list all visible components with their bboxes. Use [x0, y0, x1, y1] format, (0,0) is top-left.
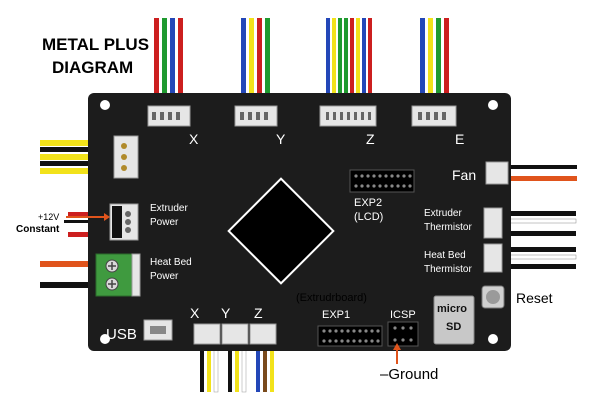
extruder-thermistor-label-1: Extruder — [424, 208, 462, 219]
endstop-z-connector — [249, 323, 277, 345]
endstop-y-label: Y — [221, 305, 231, 321]
extrudrboard-label: (Extrudrboard) — [296, 292, 367, 304]
mounting-holes — [100, 100, 498, 344]
icsp-header — [387, 321, 419, 347]
title-line-1: METAL PLUS — [42, 35, 149, 54]
motor-y-connector — [234, 105, 278, 127]
fan-wires — [505, 165, 577, 181]
extruder-thermistor-label-2: Thermistor — [424, 222, 472, 233]
heat-bed-thermistor-label-1: Heat Bed — [424, 250, 466, 261]
title-line-2: DIAGRAM — [52, 58, 133, 77]
motor-x-wires — [154, 18, 183, 110]
reset-label: Reset — [516, 290, 553, 306]
voltage-arrow-icon — [66, 213, 110, 221]
heat-bed-power-label-1: Heat Bed — [150, 257, 192, 268]
microsd-slot — [433, 295, 475, 345]
exp2-header — [349, 169, 415, 193]
aux-connector — [113, 135, 139, 179]
microsd-label-2: SD — [446, 321, 461, 333]
motor-e-connector — [411, 105, 457, 127]
exp2-lcd-label: (LCD) — [354, 211, 383, 223]
extruder-power-label-2: Power — [150, 217, 179, 228]
endstop-z-wires — [256, 342, 274, 392]
motor-z-label: Z — [366, 131, 375, 147]
voltage-label: +12V — [38, 212, 59, 222]
motor-y-wires — [241, 18, 270, 110]
exp1-label: EXP1 — [322, 309, 350, 321]
ground-label: –Ground — [380, 366, 438, 383]
reset-button[interactable] — [481, 285, 505, 309]
heat-bed-thermistor-connector — [483, 243, 503, 273]
extruder-thermistor-wires — [499, 211, 577, 236]
heat-bed-power-wires — [40, 261, 100, 288]
endstop-z-label: Z — [254, 305, 263, 321]
heat-bed-power-label-2: Power — [150, 271, 179, 282]
motor-x-connector — [147, 105, 191, 127]
motor-x-label: X — [189, 131, 199, 147]
motor-z-connector — [319, 105, 377, 127]
endstop-x-connector — [193, 323, 221, 345]
fan-label: Fan — [452, 167, 476, 183]
heat-bed-thermistor-label-2: Thermistor — [424, 264, 472, 275]
microsd-label-1: micro — [437, 303, 467, 315]
motor-e-label: E — [455, 131, 464, 147]
mcu-chip — [227, 177, 335, 285]
icsp-label: ICSP — [390, 309, 416, 321]
ground-arrow-icon — [393, 343, 401, 364]
endstop-y-connector — [221, 323, 249, 345]
extruder-thermistor-connector — [483, 207, 503, 239]
extruder-power-connector — [109, 203, 139, 241]
heat-bed-thermistor-wires — [499, 247, 577, 269]
usb-port — [143, 319, 173, 341]
fan-connector — [485, 161, 509, 185]
motor-y-label: Y — [276, 131, 286, 147]
motor-z-wires — [326, 18, 372, 110]
endstop-x-label: X — [190, 305, 200, 321]
exp1-header — [317, 325, 383, 347]
heat-bed-terminal — [95, 253, 141, 297]
extruder-power-label-1: Extruder — [150, 203, 188, 214]
constant-label: Constant — [16, 224, 60, 235]
exp2-label: EXP2 — [354, 197, 382, 209]
motor-e-wires — [420, 18, 449, 110]
usb-label: USB — [106, 326, 137, 343]
left-aux-wires — [40, 140, 126, 174]
